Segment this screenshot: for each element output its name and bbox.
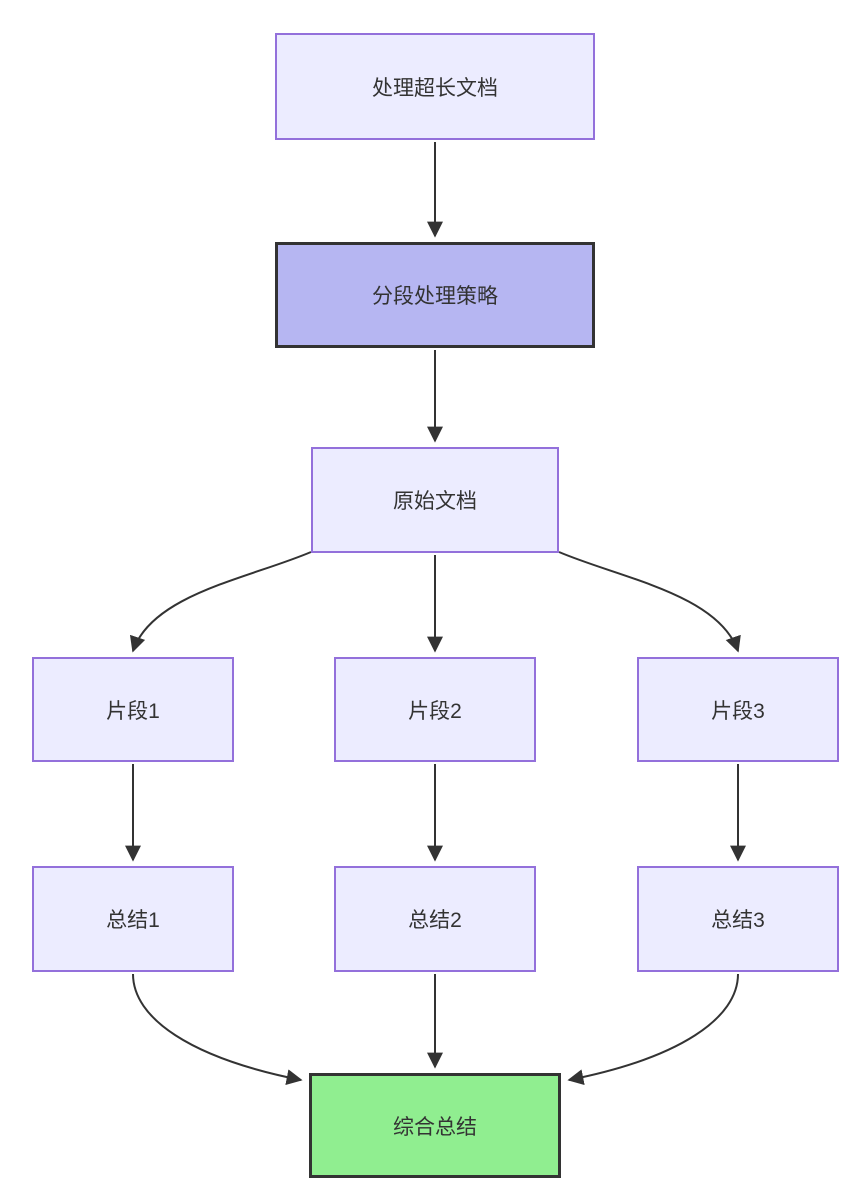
edge-e3-f: [567, 973, 739, 1086]
node-label: 分段处理策略: [372, 285, 498, 308]
node-segment-strategy: 分段处理策略: [275, 242, 595, 348]
node-label: 片段2: [408, 699, 462, 723]
edge-c-d3: [558, 551, 741, 653]
node-label: 片段3: [711, 699, 765, 723]
node-summary-2: 总结2: [334, 866, 536, 972]
node-label: 总结2: [408, 909, 462, 932]
node-final-summary: 综合总结: [309, 1073, 561, 1178]
edge-c-d1: [129, 551, 312, 653]
node-label: 总结3: [711, 909, 765, 932]
node-summary-3: 总结3: [637, 866, 839, 972]
node-fragment-1: 片段1: [32, 657, 234, 762]
node-source-document: 原始文档: [311, 447, 559, 553]
node-fragment-2: 片段2: [334, 657, 536, 762]
node-label: 综合总结: [393, 1115, 477, 1139]
node-label: 处理超长文档: [372, 76, 498, 100]
node-summary-1: 总结1: [32, 866, 234, 972]
node-label: 片段1: [106, 699, 160, 723]
edge-e1-f: [132, 973, 303, 1086]
node-label: 原始文档: [393, 490, 477, 513]
node-process-long-document: 处理超长文档: [275, 33, 595, 140]
node-fragment-3: 片段3: [637, 657, 839, 762]
node-label: 总结1: [106, 909, 160, 932]
